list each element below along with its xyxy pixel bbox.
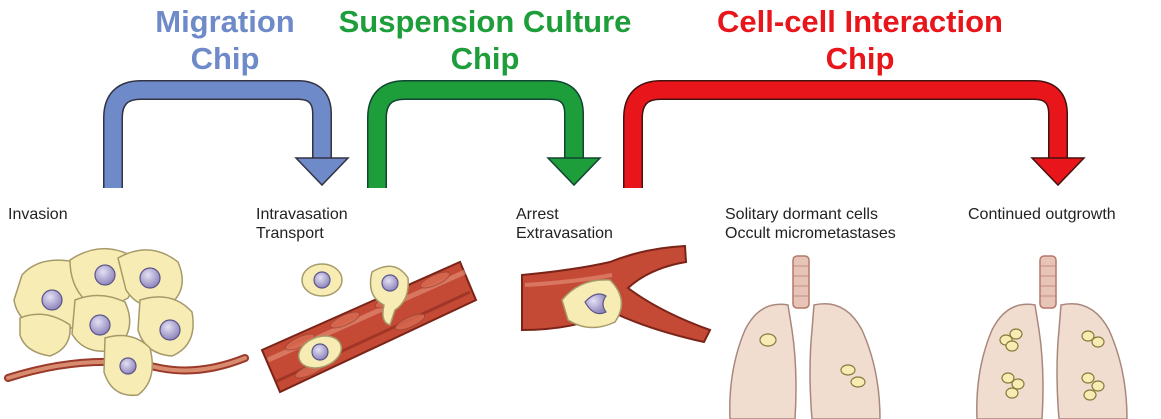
dormant-lungs-illustration — [730, 256, 880, 419]
left-lung — [977, 304, 1043, 419]
metastasis-cell — [1092, 381, 1104, 391]
nucleus — [90, 315, 110, 335]
interaction-arrow-shaft-fill — [633, 90, 1058, 188]
suspension-arrowhead — [548, 158, 600, 185]
nucleus — [314, 272, 330, 288]
suspension-arrow-shaft-fill — [377, 90, 574, 188]
nucleus — [160, 320, 180, 340]
suspension-arrow-icon — [377, 90, 600, 188]
trachea — [793, 256, 809, 308]
nucleus — [95, 265, 115, 285]
migration-arrow-shaft — [113, 90, 322, 188]
interaction-arrowhead — [1032, 158, 1084, 185]
dormant-cell — [760, 334, 776, 346]
right-lung — [810, 304, 880, 419]
metastasis-cell — [1082, 373, 1094, 383]
nucleus — [120, 358, 136, 374]
migration-arrow-icon — [113, 90, 348, 188]
metastasis-cell — [1006, 388, 1018, 398]
outgrowth-lungs-illustration — [977, 256, 1127, 419]
arrest-illustration — [522, 246, 710, 342]
metastasis-cell — [1012, 379, 1024, 389]
tumor-cell — [20, 314, 70, 356]
metastasis-cell — [1084, 390, 1096, 400]
nucleus — [382, 275, 398, 291]
metastasis-cell — [1006, 341, 1018, 351]
trachea — [1040, 256, 1056, 308]
metastasis-cell — [1092, 337, 1104, 347]
interaction-arrow-shaft — [633, 90, 1058, 188]
suspension-arrow-shaft — [377, 90, 574, 188]
nucleus — [312, 344, 328, 360]
migration-arrow-shaft-fill — [113, 90, 322, 188]
invasion-illustration — [8, 249, 245, 396]
nucleus — [42, 290, 62, 310]
nucleus — [140, 268, 160, 288]
intravasation-illustration — [262, 262, 476, 392]
right-lung — [1057, 304, 1127, 419]
metastasis-cell — [1010, 329, 1022, 339]
dormant-cell — [851, 377, 865, 387]
dormant-cell — [841, 365, 855, 375]
left-lung — [730, 304, 796, 419]
migration-arrowhead — [296, 158, 348, 185]
interaction-arrow-icon — [633, 90, 1084, 188]
